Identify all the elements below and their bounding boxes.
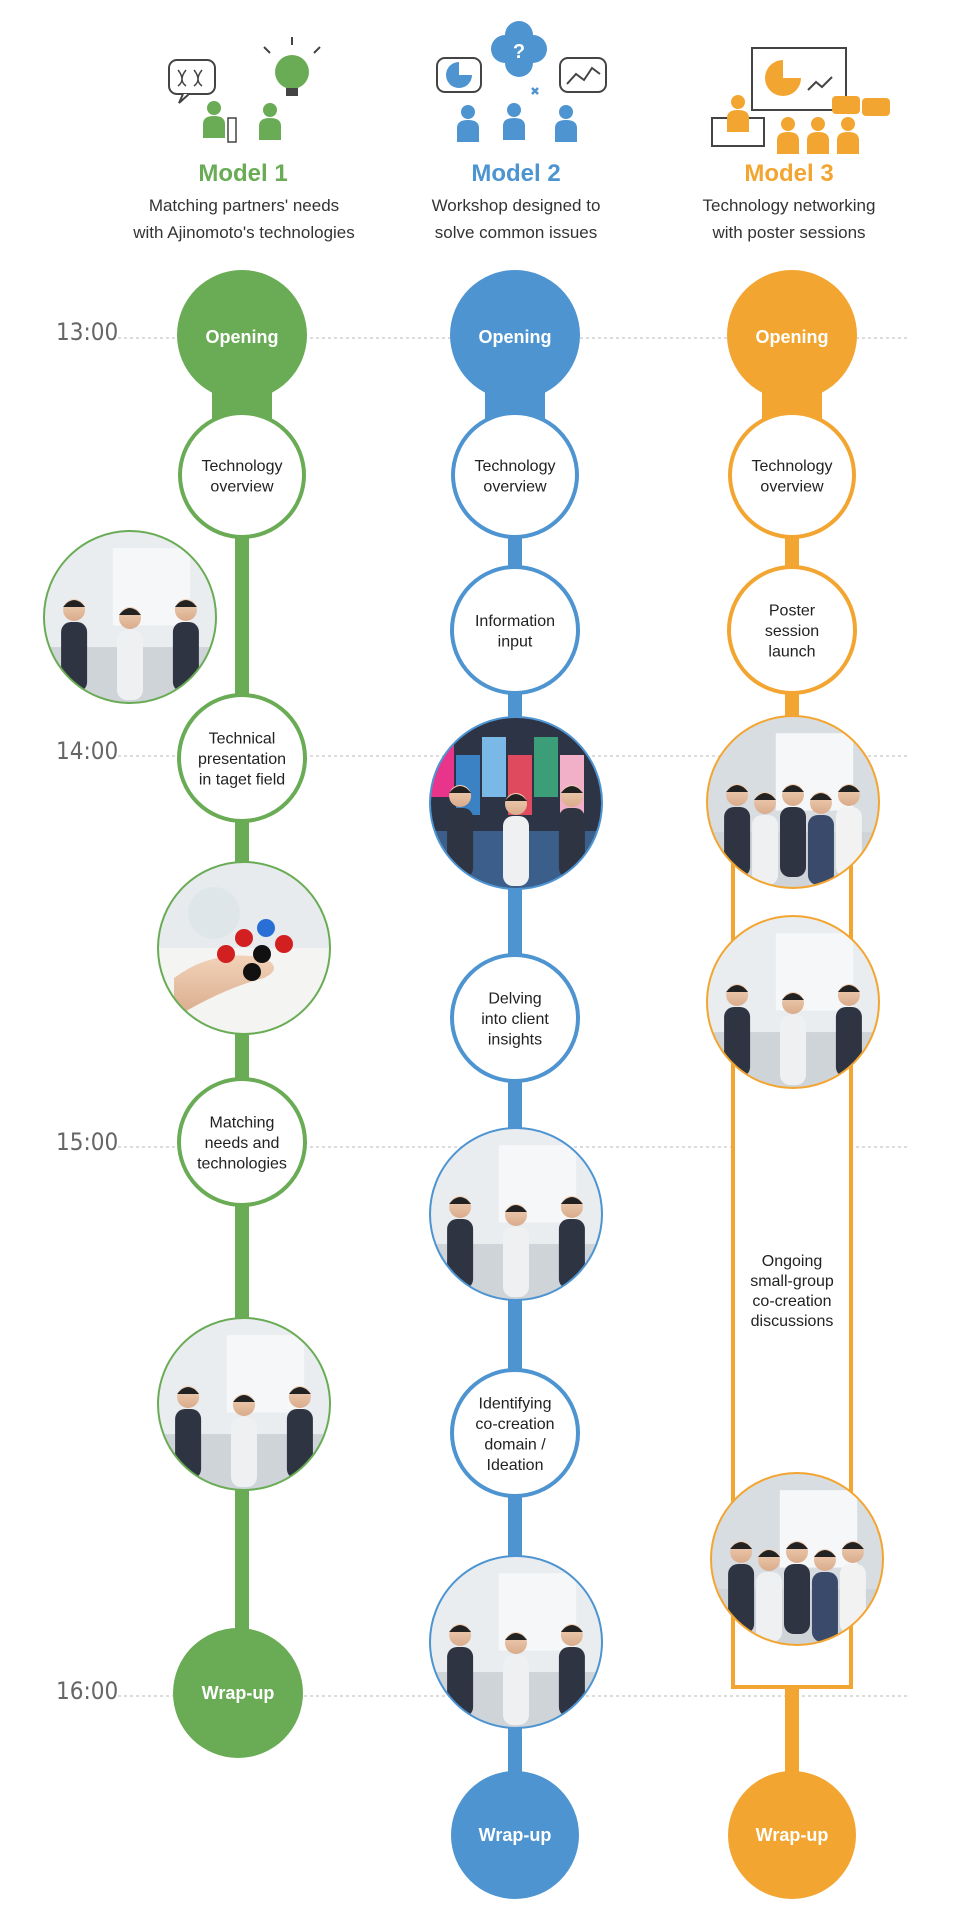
overview-node-model-3-text: Technology: [752, 458, 833, 475]
wrapup-node-model-3-text: Wrap-up: [756, 1825, 829, 1845]
ongoing-discussions-text: small-group: [750, 1273, 834, 1290]
opening-label: Opening: [479, 327, 552, 347]
poster-launch-node-text: session: [765, 623, 819, 640]
opening-label: Opening: [756, 327, 829, 347]
time-label-1500: 15:00: [56, 1128, 119, 1156]
overview-node-model-1: Technology overview: [178, 411, 306, 539]
model-3-desc-line1: Technology networking: [702, 196, 876, 215]
matching-node-text: technologies: [197, 1156, 287, 1173]
presentation-node-text: presentation: [198, 751, 286, 768]
time-label-1600: 16:00: [56, 1677, 119, 1705]
ongoing-discussions-text: discussions: [751, 1313, 834, 1330]
identifying-node: Identifying co-creation domain / Ideation: [450, 1368, 580, 1498]
model-2-desc-line2: solve common issues: [434, 223, 598, 242]
matching-node-text: Matching: [210, 1115, 275, 1132]
whiteboard-photo: [429, 1555, 603, 1729]
delving-node-text: insights: [488, 1032, 542, 1049]
overview-node-model-3: Technology overview: [728, 411, 856, 539]
information-input-node: Information input: [450, 565, 580, 695]
wrapup-node-model-2: Wrap-up: [451, 1771, 579, 1899]
matching-node: Matching needs and technologies: [177, 1077, 307, 1207]
overview-node-model-2-text: overview: [483, 478, 547, 495]
information-input-node-text: input: [498, 633, 533, 650]
ongoing-discussions-text: co-creation: [752, 1293, 831, 1310]
delving-node-text: Delving: [488, 991, 541, 1008]
presentation-node: Technical presentation in taget field: [177, 693, 307, 823]
poster-crowd-photo: [706, 715, 880, 889]
poster-discussion-photo: [710, 1472, 884, 1646]
identifying-node-text: domain /: [484, 1436, 546, 1453]
identifying-node-text: Ideation: [487, 1457, 544, 1474]
model-2-title: Model 2: [471, 160, 561, 187]
delving-node-text: into client: [481, 1011, 549, 1028]
time-label-1400: 14:00: [56, 737, 119, 765]
molecule-model-photo: [157, 861, 331, 1035]
overview-node-model-3-text: overview: [760, 478, 824, 495]
poster-launch-node: Poster session launch: [727, 565, 857, 695]
presentation-photo: [43, 530, 217, 704]
poster-launch-node-text: Poster: [769, 603, 816, 620]
presentation-node-text: in taget field: [199, 772, 285, 789]
model-1-desc-line2: with Ajinomoto's technologies: [133, 223, 355, 242]
wrapup-node-model-2-text: Wrap-up: [479, 1825, 552, 1845]
poster-presentation-icon: [711, 47, 890, 154]
model-3-desc-line2: with poster sessions: [712, 223, 866, 242]
presentation-node-text: Technical: [209, 731, 276, 748]
ongoing-discussions-text: Ongoing: [762, 1253, 823, 1270]
overview-node-model-1-text: overview: [210, 478, 274, 495]
delving-node: Delving into client insights: [450, 953, 580, 1083]
model-2-desc-line1: Workshop designed to: [431, 196, 601, 215]
identifying-node-text: Identifying: [479, 1395, 552, 1412]
workshop-discussion-icon: ?: [436, 21, 607, 142]
scientist-research-icon: [168, 37, 321, 143]
model-1-title: Model 1: [198, 160, 288, 187]
overview-node-model-2-text: Technology: [475, 458, 556, 475]
workshop-room-photo: [429, 1127, 603, 1301]
overview-node-model-2: Technology overview: [451, 411, 579, 539]
wrapup-node-model-1: Wrap-up: [173, 1628, 303, 1758]
meeting-photo: [157, 1317, 331, 1491]
wrapup-node-model-3: Wrap-up: [728, 1771, 856, 1899]
question-mark-glyph: ?: [513, 41, 525, 63]
time-label-1300: 13:00: [56, 318, 119, 346]
overview-node-model-1-text: Technology: [202, 458, 283, 475]
model-3-title: Model 3: [744, 160, 834, 187]
poster-launch-node-text: launch: [768, 644, 815, 661]
display-wall-photo: [429, 716, 603, 890]
information-input-node-text: Information: [475, 613, 555, 630]
opening-label: Opening: [206, 327, 279, 347]
wrapup-node-model-1-text: Wrap-up: [202, 1683, 275, 1703]
matching-node-text: needs and: [205, 1135, 280, 1152]
model-1-desc-line1: Matching partners' needs: [148, 196, 340, 215]
identifying-node-text: co-creation: [475, 1416, 554, 1433]
